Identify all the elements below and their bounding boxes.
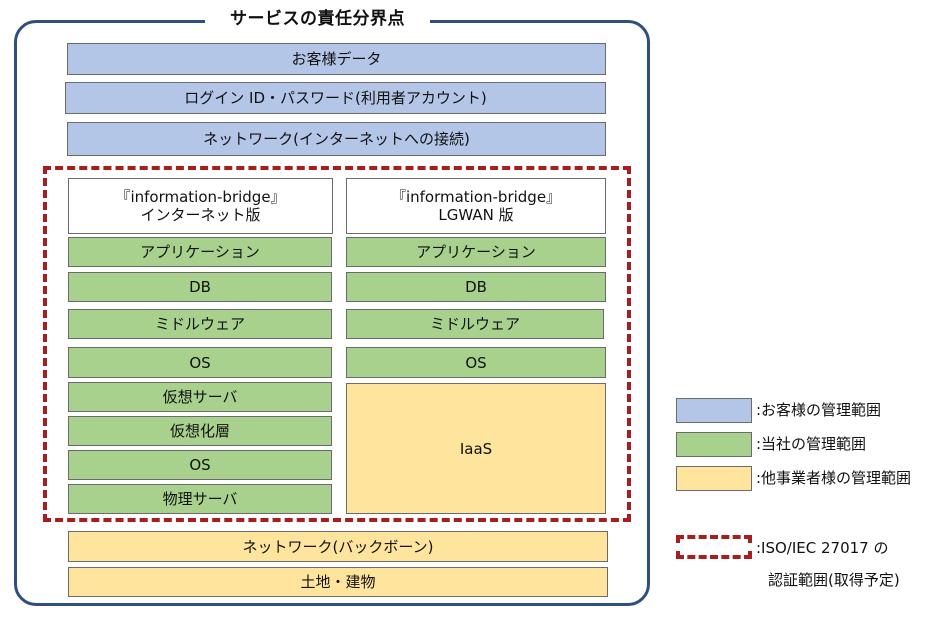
legend-certification-swatch xyxy=(676,535,752,559)
diagram-title: サービスの責任分界点 xyxy=(205,6,430,32)
backbone-network-layer: ネットワーク(バックボーン) xyxy=(68,531,608,562)
lgwan-version-subtitle: LGWAN 版 xyxy=(438,206,514,224)
internet-host-os-layer: OS xyxy=(68,450,332,480)
lgwan-version-title: 『information-bridge』 xyxy=(390,188,562,206)
legend-customer-swatch xyxy=(676,398,752,423)
login-layer: ログイン ID・パスワード(利用者アカウント) xyxy=(65,82,606,114)
internet-os-layer: OS xyxy=(68,347,332,378)
internet-version-header: 『information-bridge』 インターネット版 xyxy=(68,178,333,234)
lgwan-application-layer: アプリケーション xyxy=(346,237,606,267)
lgwan-os-layer: OS xyxy=(346,347,606,378)
internet-middleware-layer: ミドルウェア xyxy=(68,309,332,339)
legend-company-label: :当社の管理範囲 xyxy=(756,435,867,453)
legend-customer-label: :お客様の管理範囲 xyxy=(756,401,882,419)
lgwan-iaas-layer: IaaS xyxy=(346,383,606,514)
internet-physical-server-layer: 物理サーバ xyxy=(68,484,332,514)
lgwan-middleware-layer: ミドルウェア xyxy=(346,309,604,339)
legend-other-swatch xyxy=(676,466,752,491)
customer-data-layer: お客様データ xyxy=(67,43,606,75)
internet-virtualization-layer: 仮想化層 xyxy=(68,416,332,446)
legend-certification-note: 認証範囲(取得予定) xyxy=(768,571,900,589)
legend-company-swatch xyxy=(676,432,752,457)
lgwan-db-layer: DB xyxy=(346,272,606,302)
internet-application-layer: アプリケーション xyxy=(68,237,332,267)
internet-version-title: 『information-bridge』 xyxy=(115,188,286,206)
internet-virtual-server-layer: 仮想サーバ xyxy=(68,382,332,412)
internet-version-subtitle: インターネット版 xyxy=(140,206,261,224)
land-building-layer: 土地・建物 xyxy=(68,567,608,597)
certification-scope-border xyxy=(43,166,631,522)
legend-certification-label: :ISO/IEC 27017 の xyxy=(756,539,889,557)
legend-other-label: :他事業者様の管理範囲 xyxy=(756,469,912,487)
lgwan-version-header: 『information-bridge』 LGWAN 版 xyxy=(346,178,606,234)
customer-network-layer: ネットワーク(インターネットへの接続) xyxy=(67,122,606,156)
internet-db-layer: DB xyxy=(68,272,332,302)
